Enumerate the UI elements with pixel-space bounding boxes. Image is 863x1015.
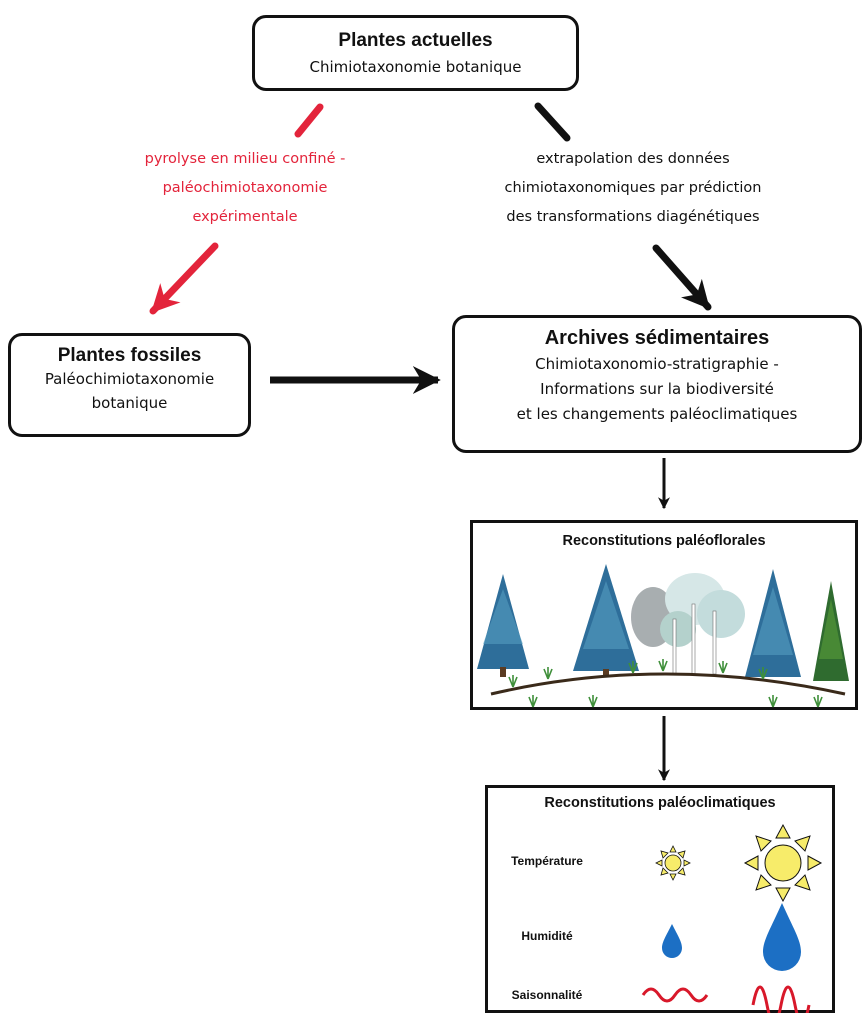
black-label-line-3: des transformations diagénétiques: [506, 209, 760, 225]
climate-icons: [641, 823, 823, 1013]
black-label-line-2: chimiotaxonomiques par prédiction: [504, 180, 762, 196]
birch-crown-icon: [660, 611, 696, 647]
red-arrow-bottom-segment: [149, 242, 219, 315]
conifer-tree-3: [745, 569, 801, 677]
birch-trunk-icon: [691, 603, 696, 675]
red-label-line-3: expérimentale: [192, 209, 298, 225]
modern-plants-title: Plantes actuelles: [338, 30, 493, 51]
birch-trunk-icon: [672, 618, 677, 675]
seasonality-label: Saisonnalité: [511, 988, 583, 1002]
large-sun-icon: [743, 823, 823, 903]
temperature-label: Température: [511, 854, 583, 868]
black-arrow-top-segment: [534, 102, 571, 142]
green-conifer-tree: [813, 581, 849, 681]
black-label-line-1: extrapolation des données: [536, 151, 730, 167]
high-amplitude-wave-icon: [751, 985, 811, 1013]
conifer-tree-2: [573, 564, 639, 677]
black-arrow-label: extrapolation des données chimiotaxonomi…: [458, 145, 808, 232]
humidity-label: Humidité: [521, 929, 573, 943]
fossil-plants-title: Plantes fossiles: [57, 345, 202, 366]
red-arrow-top-segment: [294, 103, 324, 138]
red-label-line-1: pyrolyse en milieu confiné -: [144, 151, 346, 167]
background-tree-group: [631, 573, 745, 675]
large-drop-icon: [763, 903, 801, 971]
paleoclimatic-panel: Reconstitutions paléoclimatiques Tempéra…: [485, 785, 835, 1013]
archives-line-3: et les changements paléoclimatiques: [516, 405, 798, 423]
modern-plants-subtitle: Chimiotaxonomie botanique: [309, 58, 522, 76]
archives-line-1: Chimiotaxonomio-stratigraphie -: [535, 355, 779, 373]
archives-line-2: Informations sur la biodiversité: [540, 380, 774, 398]
sedimentary-archives-box: Archives sédimentaires Chimiotaxonomio-s…: [452, 315, 862, 453]
grass-tufts: [508, 659, 823, 708]
birch-crown-icon: [697, 590, 745, 638]
small-sun-icon: [655, 845, 691, 881]
modern-plants-box: Plantes actuelles Chimiotaxonomie botani…: [252, 15, 579, 91]
low-amplitude-wave-icon: [641, 987, 709, 1003]
paleofloral-panel: Reconstitutions paléoflorales: [470, 520, 858, 710]
small-drop-icon: [662, 924, 682, 958]
paleofloral-title: Reconstitutions paléoflorales: [562, 533, 766, 549]
red-arrow-label: pyrolyse en milieu confiné - paléochimio…: [100, 145, 390, 232]
fossil-plants-box: Plantes fossiles Paléochimiotaxonomie bo…: [8, 333, 251, 437]
ground-line: [490, 672, 846, 696]
red-label-line-2: paléochimiotaxonomie: [162, 180, 328, 196]
birch-trunk-icon: [712, 610, 717, 675]
fossil-plants-line-1: Paléochimiotaxonomie: [44, 370, 215, 388]
archives-title: Archives sédimentaires: [544, 327, 770, 349]
conifer-tree-1: [477, 574, 529, 677]
paleoclimatic-title: Reconstitutions paléoclimatiques: [544, 795, 776, 811]
black-arrow-bottom-segment: [652, 244, 712, 311]
forest-illustration: [477, 564, 849, 708]
fossil-plants-line-2: botanique: [91, 394, 168, 412]
